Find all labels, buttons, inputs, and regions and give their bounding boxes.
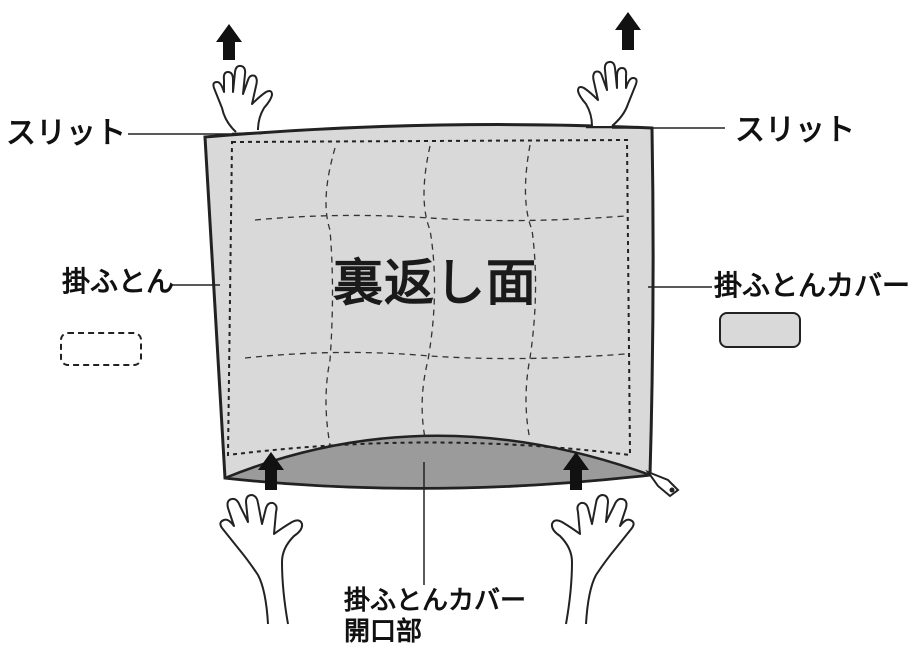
slit-marks: [231, 125, 618, 136]
futon-outline: [226, 138, 632, 457]
up-arrow-icon: [216, 24, 242, 60]
cover-label: 掛ふとんカバー: [714, 269, 911, 302]
hand-icon: [577, 60, 638, 127]
hand-icon: [212, 64, 273, 133]
zipper-pull: [645, 469, 680, 498]
slit-label-right: スリット: [735, 113, 855, 148]
hand-icon: [219, 494, 304, 625]
up-arrow-icon: [258, 452, 284, 490]
up-arrow-icon: [563, 452, 589, 490]
hand-icon: [550, 494, 635, 625]
leader-lines: [128, 127, 725, 585]
slit-label-left: スリット: [6, 116, 126, 151]
opening-label-line2: 開口部: [344, 617, 423, 648]
futon-label: 掛ふとん: [62, 265, 175, 298]
up-arrow-icon: [615, 12, 641, 50]
futon-legend-swatch: [60, 332, 142, 366]
opening-label: 掛ふとんカバー 開口部: [344, 586, 526, 648]
cover-legend-swatch: [719, 312, 801, 348]
inside-out-face-label: 裏返し面: [333, 254, 537, 312]
opening-label-line1: 掛ふとんカバー: [344, 586, 527, 616]
quilt-stitch-lines: [244, 144, 626, 446]
